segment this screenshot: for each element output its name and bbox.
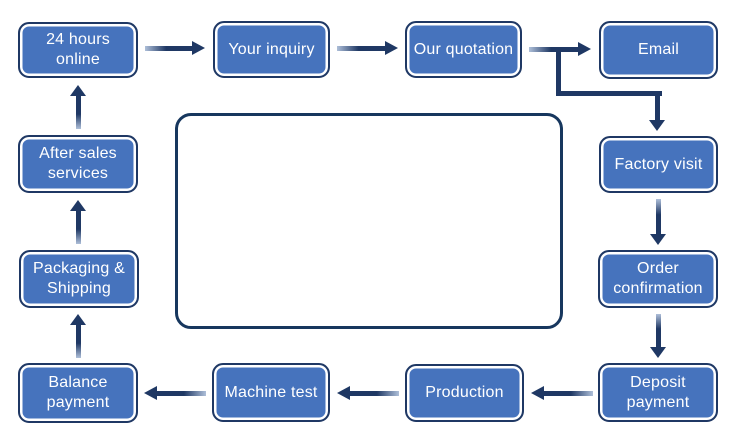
arrow-head-up-icon [70, 200, 86, 211]
arrow-shaft [350, 391, 399, 396]
arrow-production-to-machine-test [337, 386, 399, 400]
arrow-shaft [157, 391, 206, 396]
node-label: Packaging & Shipping [32, 260, 126, 297]
arrow-head-down-icon [650, 347, 666, 358]
node-label: After sales services [39, 145, 117, 182]
arrow-segment-vertical [556, 50, 561, 95]
arrow-packaging-to-after-sales [70, 200, 86, 244]
arrow-head-right-icon [192, 41, 205, 55]
arrow-shaft [75, 325, 81, 358]
node-packaging-shipping: Packaging & Shipping [19, 250, 139, 308]
node-label: Factory visit [614, 155, 703, 173]
node-label: Our quotation [413, 40, 514, 58]
arrow-factory-to-order [650, 199, 666, 245]
arrow-machine-test-to-balance [144, 386, 206, 400]
node-balance-payment: Balance payment [18, 363, 138, 423]
arrow-shaft [337, 46, 385, 51]
arrow-shaft [544, 391, 593, 396]
node-label: Machine test [224, 383, 318, 401]
arrow-after-sales-to-24-hours [70, 85, 86, 129]
node-deposit-payment: Deposit payment [598, 363, 718, 422]
node-production: Production [405, 364, 524, 422]
node-label: Your inquiry [228, 40, 315, 58]
node-label: Order confirmation [613, 260, 703, 297]
arrow-head-down-icon [649, 120, 665, 131]
arrow-shaft [655, 199, 661, 234]
arrow-segment-vertical [655, 91, 660, 120]
arrow-deposit-to-production [531, 386, 593, 400]
node-after-sales-services: After sales services [18, 135, 138, 193]
arrow-order-to-deposit [650, 314, 666, 358]
arrow-quotation-to-factory-visit [556, 50, 666, 131]
arrow-shaft [145, 46, 192, 51]
arrow-quotation-to-email [529, 42, 591, 56]
node-your-inquiry: Your inquiry [213, 21, 330, 78]
arrow-head-left-icon [337, 386, 350, 400]
arrow-head-up-icon [70, 314, 86, 325]
arrow-shaft [75, 211, 81, 244]
arrow-head-up-icon [70, 85, 86, 96]
node-email: Email [599, 21, 718, 79]
arrow-head-down-icon [650, 234, 666, 245]
node-label: Deposit payment [626, 373, 690, 411]
node-label: Production [425, 384, 504, 401]
node-our-quotation: Our quotation [405, 21, 522, 78]
arrow-head-right-icon [385, 41, 398, 55]
arrow-shaft [529, 47, 578, 52]
arrow-24-hours-to-inquiry [145, 41, 205, 55]
arrow-head-left-icon [144, 386, 157, 400]
center-placeholder-box [175, 113, 563, 329]
node-order-confirmation: Order confirmation [598, 250, 718, 308]
node-label: Email [637, 41, 679, 58]
arrow-balance-to-packaging [70, 314, 86, 358]
arrow-inquiry-to-quotation [337, 41, 398, 55]
node-label: Balance payment [46, 374, 110, 411]
arrow-shaft [655, 314, 661, 347]
node-machine-test: Machine test [212, 363, 330, 422]
arrow-shaft [75, 96, 81, 129]
arrow-segment-horizontal [556, 91, 662, 96]
node-label: 24 hours online [46, 31, 110, 68]
arrow-head-right-icon [578, 42, 591, 56]
node-24-hours-online: 24 hours online [18, 22, 138, 78]
arrow-head-left-icon [531, 386, 544, 400]
node-factory-visit: Factory visit [599, 136, 718, 193]
